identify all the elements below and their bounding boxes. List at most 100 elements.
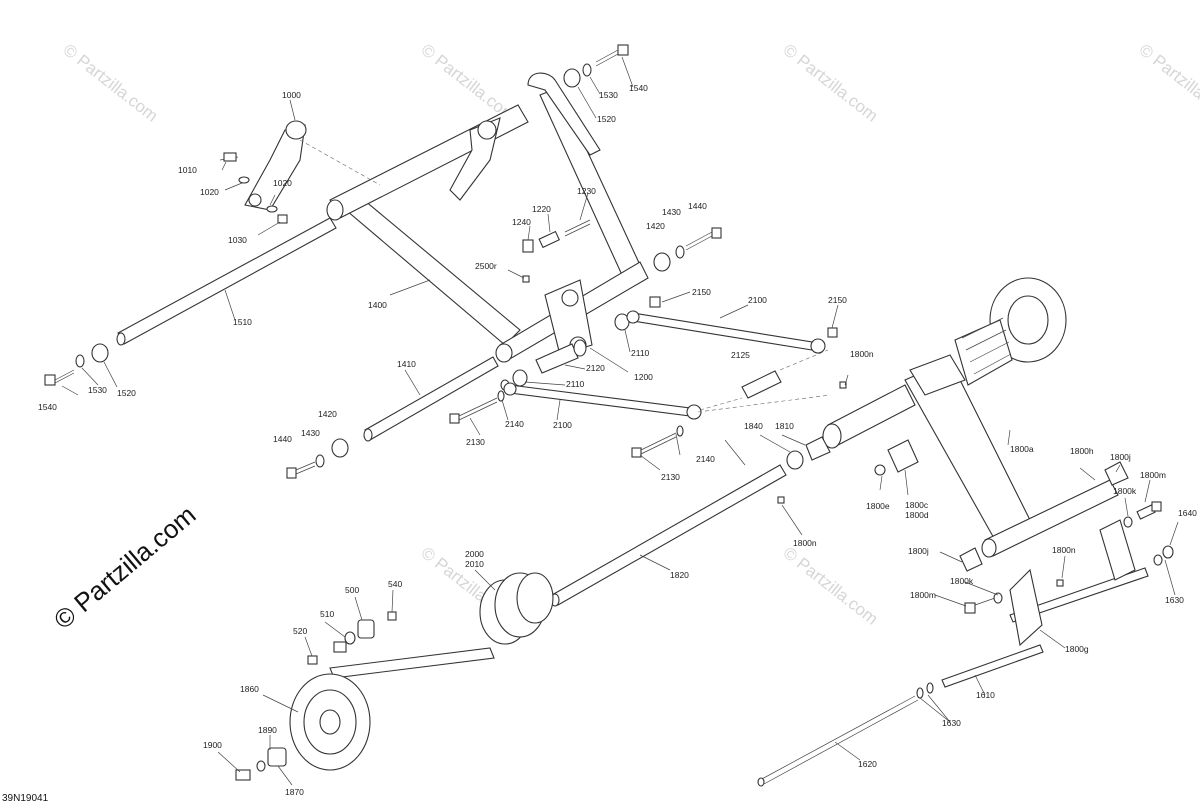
label-1800m: 1800m bbox=[910, 590, 936, 600]
watermark: © Partzilla.com bbox=[780, 40, 882, 126]
label-1890: 1890 bbox=[258, 725, 277, 735]
plate-1800c bbox=[874, 439, 919, 476]
label-2110: 2110 bbox=[631, 348, 650, 358]
label-2140: 2140 bbox=[696, 454, 715, 464]
label-2100: 2100 bbox=[553, 420, 572, 430]
part-labels: 1000 1010 1020 1020 1030 1510 1400 1540 … bbox=[38, 83, 1197, 797]
label-1410: 1410 bbox=[397, 359, 416, 369]
diagram-code: 39N19041 bbox=[2, 793, 49, 804]
label-1220: 1220 bbox=[532, 204, 551, 214]
label-1030: 1030 bbox=[228, 235, 247, 245]
nut-2150 bbox=[827, 327, 838, 338]
hardware-1010-1030 bbox=[219, 152, 288, 224]
label-1820: 1820 bbox=[670, 570, 689, 580]
label-1610: 1610 bbox=[976, 690, 995, 700]
label-1540: 1540 bbox=[629, 83, 648, 93]
label-1640: 1640 bbox=[1178, 508, 1197, 518]
label-1900: 1900 bbox=[203, 740, 222, 750]
label-1620: 1620 bbox=[858, 759, 877, 769]
label-1420: 1420 bbox=[646, 221, 665, 231]
idler-wheel-1860 bbox=[289, 673, 371, 771]
fitting-2500r bbox=[522, 275, 530, 283]
label-1440: 1440 bbox=[688, 201, 707, 211]
label-1800e: 1800e bbox=[866, 501, 890, 511]
label-1240: 1240 bbox=[512, 217, 531, 227]
shaft-1620 bbox=[757, 695, 919, 787]
label-2000: 2000 bbox=[465, 549, 484, 559]
label-1860: 1860 bbox=[240, 684, 259, 694]
label-1430: 1430 bbox=[301, 428, 320, 438]
label-2010: 2010 bbox=[465, 559, 484, 569]
label-520: 520 bbox=[293, 626, 307, 636]
hardware-1520-1540-top bbox=[563, 44, 629, 88]
label-1800j: 1800j bbox=[908, 546, 929, 556]
hardware-1220-1240 bbox=[522, 219, 591, 253]
label-1800j: 1800j bbox=[1110, 452, 1131, 462]
axle-1800g bbox=[1009, 519, 1174, 647]
label-1520: 1520 bbox=[597, 114, 616, 124]
label-1810: 1810 bbox=[775, 421, 794, 431]
label-500: 500 bbox=[345, 585, 359, 595]
label-1000: 1000 bbox=[282, 90, 301, 100]
label-1510: 1510 bbox=[233, 317, 252, 327]
label-1440: 1440 bbox=[273, 434, 292, 444]
leader-lines bbox=[61, 56, 1179, 786]
watermark: © Partzilla.com bbox=[60, 40, 162, 126]
label-1800c: 1800c bbox=[905, 500, 929, 510]
label-540: 540 bbox=[388, 579, 402, 589]
label-2120: 2120 bbox=[586, 363, 605, 373]
label-1800h: 1800h bbox=[1070, 446, 1094, 456]
hardware-1420-1440-lower bbox=[286, 438, 349, 479]
label-2130: 2130 bbox=[661, 472, 680, 482]
label-1020: 1020 bbox=[273, 178, 292, 188]
bracket-1000 bbox=[244, 117, 501, 211]
hardware-1520-1540-left bbox=[44, 343, 109, 386]
label-1010: 1010 bbox=[178, 165, 197, 175]
label-1800g: 1800g bbox=[1065, 644, 1089, 654]
label-1800d: 1800d bbox=[905, 510, 929, 520]
label-1430: 1430 bbox=[662, 207, 681, 217]
label-1400: 1400 bbox=[368, 300, 387, 310]
label-2150: 2150 bbox=[828, 295, 847, 305]
label-1800n: 1800n bbox=[850, 349, 874, 359]
label-1520: 1520 bbox=[117, 388, 136, 398]
label-2140: 2140 bbox=[505, 419, 524, 429]
hardware-1420-1440-top bbox=[653, 227, 722, 272]
label-1800n: 1800n bbox=[793, 538, 817, 548]
label-1800k: 1800k bbox=[1113, 486, 1137, 496]
label-1870: 1870 bbox=[285, 787, 304, 797]
label-1530: 1530 bbox=[599, 90, 618, 100]
label-2100: 2100 bbox=[748, 295, 767, 305]
watermark: © Partzilla.com bbox=[1136, 40, 1200, 126]
label-1200: 1200 bbox=[634, 372, 653, 382]
axle-1610 bbox=[916, 644, 1044, 699]
label-1020: 1020 bbox=[200, 187, 219, 197]
bolts-2130 bbox=[449, 390, 684, 458]
hardware-1870-1900 bbox=[235, 747, 287, 781]
label-510: 510 bbox=[320, 609, 334, 619]
torsion-spring-2000 bbox=[329, 572, 554, 679]
screw-1800n bbox=[839, 381, 847, 389]
label-1800m: 1800m bbox=[1140, 470, 1166, 480]
label-1420: 1420 bbox=[318, 409, 337, 419]
label-2150: 2150 bbox=[692, 287, 711, 297]
rear-arm-1800a bbox=[822, 277, 1119, 558]
rod-1410 bbox=[363, 356, 499, 442]
spacer-2125 bbox=[741, 370, 782, 399]
label-1230: 1230 bbox=[577, 186, 596, 196]
watermark: © Partzilla.com bbox=[780, 543, 882, 629]
spacers-2120 bbox=[535, 339, 587, 374]
label-1630: 1630 bbox=[942, 718, 961, 728]
label-1540: 1540 bbox=[38, 402, 57, 412]
label-1530: 1530 bbox=[88, 385, 107, 395]
label-2110: 2110 bbox=[566, 379, 585, 389]
screw-1800n bbox=[1056, 579, 1064, 587]
label-1800n: 1800n bbox=[1052, 545, 1076, 555]
label-2130: 2130 bbox=[466, 437, 485, 447]
upper-arm-1400 bbox=[326, 72, 649, 363]
rod-1510 bbox=[116, 217, 337, 346]
links-2100 bbox=[503, 310, 826, 420]
label-1630: 1630 bbox=[1165, 595, 1184, 605]
hardware-1800j-right bbox=[1104, 461, 1162, 528]
